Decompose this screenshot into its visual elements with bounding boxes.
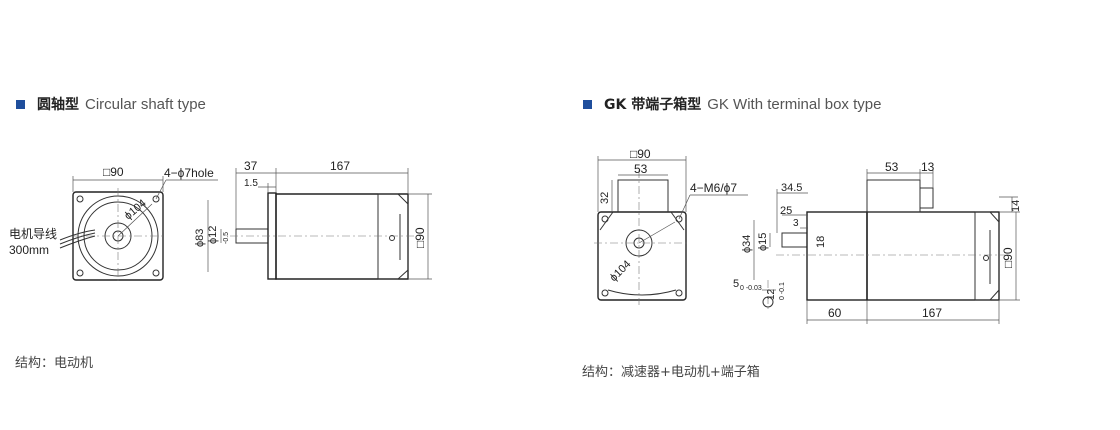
lead-wire-label: 电机导线 xyxy=(9,227,57,241)
right-side-view: 34.5 25 3 ϕ34 ϕ15 18 53 13 14 □90 5 0 -0… xyxy=(733,160,1022,324)
left-phi83: ϕ83 xyxy=(194,229,206,247)
left-d167: 167 xyxy=(330,159,350,173)
right-d25: 25 xyxy=(780,205,792,217)
right-d53b: 53 xyxy=(885,160,899,174)
right-d32: 32 xyxy=(599,192,611,204)
bullet-square-icon xyxy=(16,99,25,109)
right-section-title: GK 带端子箱型 GK With terminal box type xyxy=(583,94,881,114)
right-front-view: □90 53 32 4−M6/ϕ7 ϕ104 xyxy=(594,147,748,305)
left-tol: -0.5 xyxy=(223,232,230,244)
right-title-cn: GK 带端子箱型 xyxy=(604,97,702,113)
right-key12tol: 0 -0.1 xyxy=(779,282,786,300)
left-title-en: Circular shaft type xyxy=(85,95,206,113)
right-holes-label: 4−M6/ϕ7 xyxy=(690,181,737,195)
left-phi12: ϕ12 xyxy=(207,226,219,244)
left-pcd-label: ϕ104 xyxy=(122,197,148,222)
right-d14: 14 xyxy=(1010,200,1022,212)
right-pcd: ϕ104 xyxy=(608,258,634,284)
lead-length-label: 300mm xyxy=(9,243,49,257)
right-title-en: GK With terminal box type xyxy=(707,95,882,113)
left-d37: 37 xyxy=(244,159,258,173)
right-d60: 60 xyxy=(828,306,842,320)
right-key5tol: 0 -0.03 xyxy=(740,285,762,292)
right-phi15: ϕ15 xyxy=(757,233,769,251)
right-d167: 167 xyxy=(922,306,942,320)
left-front-view: □90 4−ϕ7hole ϕ104 电机导线 300mm xyxy=(9,165,218,284)
right-d18: 18 xyxy=(815,236,827,248)
left-side-view: 37 167 1.5 ϕ83 ϕ12 -0.5 □90 xyxy=(194,159,432,280)
right-d53: 53 xyxy=(634,162,648,176)
left-d1_5: 1.5 xyxy=(244,178,258,189)
right-key12: 12 xyxy=(766,288,777,300)
right-d13: 13 xyxy=(921,160,935,174)
right-caption: 结构：减速器+电动机+端子箱 xyxy=(582,365,760,380)
right-sq90: □90 xyxy=(1001,247,1015,268)
left-front-square-label: □90 xyxy=(103,165,124,179)
right-d3: 3 xyxy=(793,218,799,229)
left-sq90: □90 xyxy=(413,227,427,248)
right-key5: 5 xyxy=(733,278,739,290)
right-phi34: ϕ34 xyxy=(741,235,753,253)
left-caption: 结构：电动机 xyxy=(15,356,94,371)
right-front-square: □90 xyxy=(630,147,651,161)
left-title-cn: 圆轴型 xyxy=(37,97,79,113)
bullet-square-icon xyxy=(583,99,592,109)
left-holes-label: 4−ϕ7hole xyxy=(164,166,214,180)
left-section-title: 圆轴型 Circular shaft type xyxy=(16,94,206,114)
right-d34_5: 34.5 xyxy=(781,182,802,194)
